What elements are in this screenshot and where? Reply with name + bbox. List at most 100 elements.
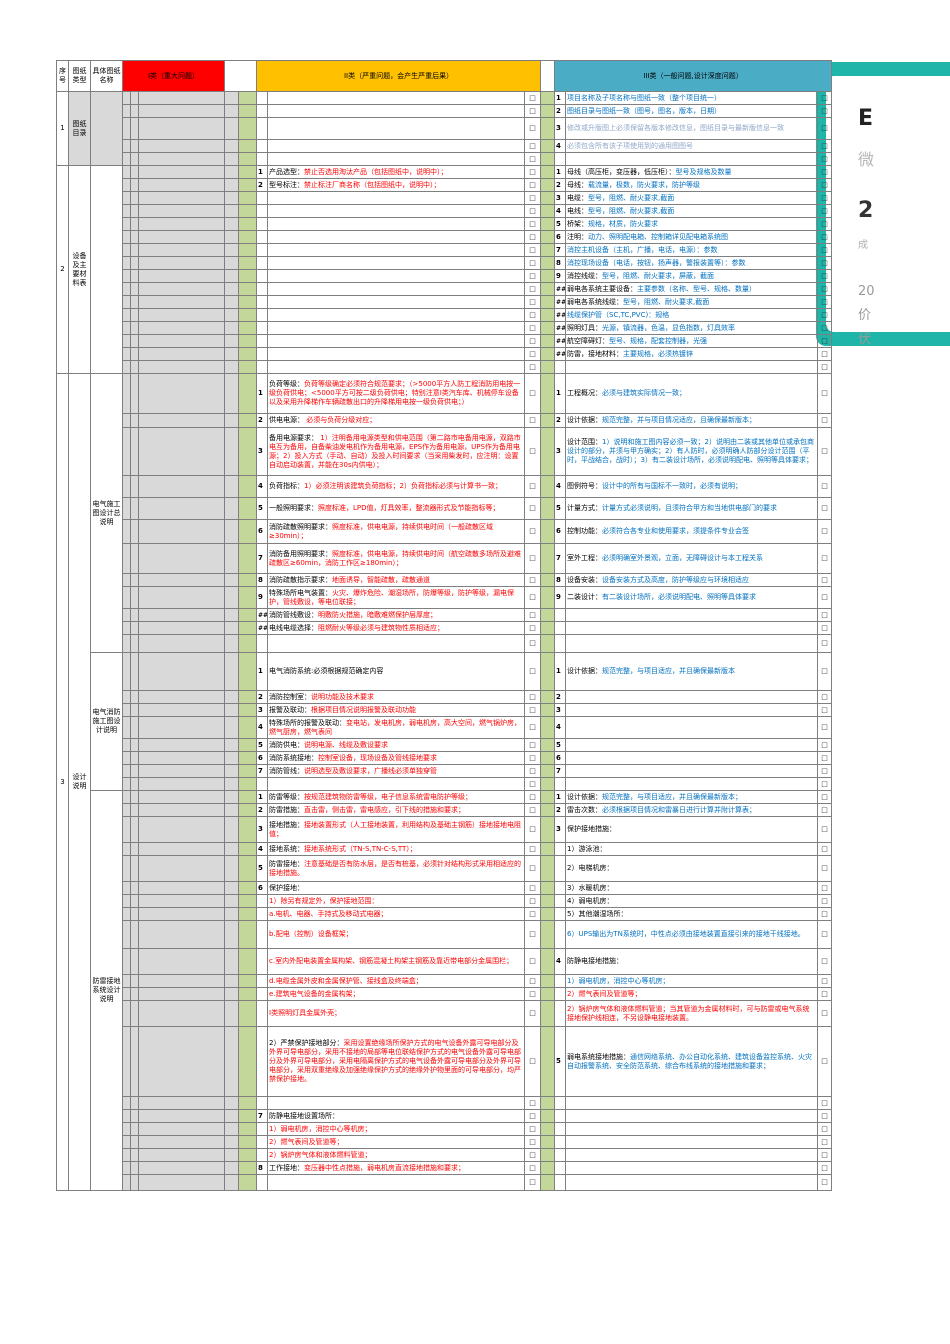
cat2-checkbox[interactable]: □ (524, 295, 542, 309)
cat2-checkbox[interactable]: □ (524, 178, 542, 192)
cat3-checkbox[interactable]: □ (817, 790, 833, 804)
cat3-checkbox[interactable]: □ (817, 519, 833, 544)
cat3-checkbox[interactable]: □ (817, 104, 833, 118)
cat2-checkbox[interactable]: □ (524, 1109, 542, 1123)
cat3-checkbox[interactable]: □ (817, 586, 833, 609)
cat3-checkbox[interactable]: □ (817, 907, 833, 921)
cat2-checkbox[interactable]: □ (524, 790, 542, 804)
cat2-checkbox[interactable]: □ (524, 1161, 542, 1175)
cat2-checkbox[interactable]: □ (524, 519, 542, 544)
cat3-checkbox[interactable]: □ (817, 1135, 833, 1149)
cat3-checkbox[interactable]: □ (817, 543, 833, 574)
cat2-checkbox[interactable]: □ (524, 1122, 542, 1136)
cat2-checkbox[interactable]: □ (524, 139, 542, 153)
cat2-checkbox[interactable]: □ (524, 816, 542, 843)
cat2-checkbox[interactable]: □ (524, 690, 542, 704)
cat3-checkbox[interactable]: □ (817, 308, 833, 322)
cat3-checkbox[interactable]: □ (817, 751, 833, 765)
cat2-checkbox[interactable]: □ (524, 842, 542, 856)
cat3-checkbox[interactable]: □ (817, 1026, 833, 1097)
cat3-checkbox[interactable]: □ (817, 1161, 833, 1175)
cat2-checkbox[interactable]: □ (524, 1148, 542, 1162)
cat2-checkbox[interactable]: □ (524, 269, 542, 283)
cat2-checkbox[interactable]: □ (524, 1026, 542, 1097)
cat3-checkbox[interactable]: □ (817, 334, 833, 348)
cat3-checkbox[interactable]: □ (817, 1122, 833, 1136)
cat2-checkbox[interactable]: □ (524, 1174, 542, 1191)
cat3-checkbox[interactable]: □ (817, 777, 833, 791)
cat3-checkbox[interactable]: □ (817, 347, 833, 361)
cat3-checkbox[interactable]: □ (817, 117, 833, 140)
cat3-checkbox[interactable]: □ (817, 634, 833, 653)
cat2-checkbox[interactable]: □ (524, 621, 542, 635)
cat2-checkbox[interactable]: □ (524, 204, 542, 218)
cat3-checkbox[interactable]: □ (817, 427, 833, 476)
cat2-checkbox[interactable]: □ (524, 427, 542, 476)
cat2-checkbox[interactable]: □ (524, 334, 542, 348)
cat3-checkbox[interactable]: □ (817, 652, 833, 691)
cat3-checkbox[interactable]: □ (817, 1000, 833, 1027)
cat2-checkbox[interactable]: □ (524, 91, 542, 105)
cat2-checkbox[interactable]: □ (524, 243, 542, 257)
cat2-checkbox[interactable]: □ (524, 191, 542, 205)
cat2-checkbox[interactable]: □ (524, 117, 542, 140)
cat3-checkbox[interactable]: □ (817, 690, 833, 704)
cat2-checkbox[interactable]: □ (524, 573, 542, 587)
cat2-checkbox[interactable]: □ (524, 152, 542, 166)
cat3-checkbox[interactable]: □ (817, 178, 833, 192)
cat3-checkbox[interactable]: □ (817, 243, 833, 257)
cat3-checkbox[interactable]: □ (817, 1174, 833, 1191)
cat3-checkbox[interactable]: □ (817, 475, 833, 498)
cat2-checkbox[interactable]: □ (524, 974, 542, 988)
cat3-checkbox[interactable]: □ (817, 295, 833, 309)
cat3-checkbox[interactable]: □ (817, 1096, 833, 1110)
cat3-checkbox[interactable]: □ (817, 920, 833, 949)
cat2-checkbox[interactable]: □ (524, 413, 542, 428)
cat3-checkbox[interactable]: □ (817, 948, 833, 975)
cat3-checkbox[interactable]: □ (817, 803, 833, 817)
cat2-checkbox[interactable]: □ (524, 282, 542, 296)
cat2-checkbox[interactable]: □ (524, 777, 542, 791)
cat2-checkbox[interactable]: □ (524, 1135, 542, 1149)
cat3-checkbox[interactable]: □ (817, 413, 833, 428)
cat2-checkbox[interactable]: □ (524, 881, 542, 895)
cat2-checkbox[interactable]: □ (524, 308, 542, 322)
cat2-checkbox[interactable]: □ (524, 803, 542, 817)
cat3-checkbox[interactable]: □ (817, 139, 833, 153)
cat2-checkbox[interactable]: □ (524, 987, 542, 1001)
cat2-checkbox[interactable]: □ (524, 652, 542, 691)
cat3-checkbox[interactable]: □ (817, 881, 833, 895)
cat2-checkbox[interactable]: □ (524, 1000, 542, 1027)
cat3-checkbox[interactable]: □ (817, 816, 833, 843)
cat3-checkbox[interactable]: □ (817, 373, 833, 414)
cat3-checkbox[interactable]: □ (817, 165, 833, 179)
cat3-checkbox[interactable]: □ (817, 703, 833, 717)
cat2-checkbox[interactable]: □ (524, 608, 542, 622)
cat2-checkbox[interactable]: □ (524, 543, 542, 574)
cat2-checkbox[interactable]: □ (524, 855, 542, 882)
cat2-checkbox[interactable]: □ (524, 907, 542, 921)
cat3-checkbox[interactable]: □ (817, 360, 833, 374)
cat3-checkbox[interactable]: □ (817, 738, 833, 752)
cat2-checkbox[interactable]: □ (524, 764, 542, 778)
cat2-checkbox[interactable]: □ (524, 586, 542, 609)
cat3-checkbox[interactable]: □ (817, 152, 833, 166)
cat2-checkbox[interactable]: □ (524, 360, 542, 374)
cat2-checkbox[interactable]: □ (524, 347, 542, 361)
cat2-checkbox[interactable]: □ (524, 716, 542, 739)
cat2-checkbox[interactable]: □ (524, 920, 542, 949)
cat3-checkbox[interactable]: □ (817, 282, 833, 296)
cat2-checkbox[interactable]: □ (524, 894, 542, 908)
cat2-checkbox[interactable]: □ (524, 1096, 542, 1110)
cat2-checkbox[interactable]: □ (524, 751, 542, 765)
cat2-checkbox[interactable]: □ (524, 948, 542, 975)
cat3-checkbox[interactable]: □ (817, 573, 833, 587)
cat3-checkbox[interactable]: □ (817, 764, 833, 778)
cat2-checkbox[interactable]: □ (524, 321, 542, 335)
cat2-checkbox[interactable]: □ (524, 165, 542, 179)
cat3-checkbox[interactable]: □ (817, 894, 833, 908)
cat2-checkbox[interactable]: □ (524, 634, 542, 653)
cat2-checkbox[interactable]: □ (524, 373, 542, 414)
cat3-checkbox[interactable]: □ (817, 217, 833, 231)
cat3-checkbox[interactable]: □ (817, 842, 833, 856)
